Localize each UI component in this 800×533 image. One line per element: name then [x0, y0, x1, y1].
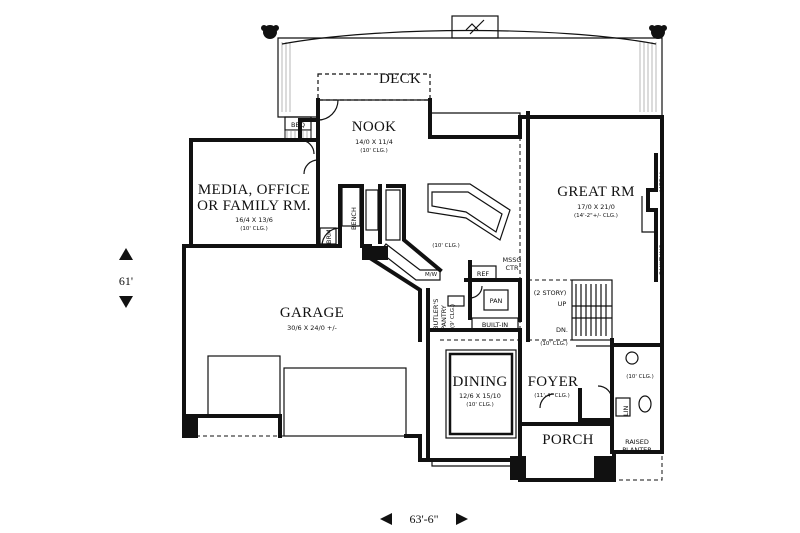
foyer-label: FOYER — [528, 374, 579, 390]
deck-area — [277, 15, 663, 118]
dining-table — [445, 349, 517, 439]
width-label: 63'-6" — [409, 512, 438, 526]
media-label-line2: OR FAMILY RM. — [197, 198, 311, 214]
bench-label: BENCH — [350, 207, 358, 230]
dining-size: 12/6 X 15/10 — [459, 392, 501, 400]
ref-label: REF — [477, 270, 490, 278]
media-label-line1: MEDIA, OFFICE — [198, 182, 310, 198]
raised-planter-label-1: RAISED — [625, 438, 649, 446]
butlers-label-3: (9' CLG.) — [450, 304, 456, 328]
stairs — [571, 279, 613, 347]
butlers-label-2: PANTRY — [440, 305, 448, 330]
depth-dimension: 61' — [119, 248, 133, 308]
butlers-label-1: BUTLER'S — [432, 299, 440, 330]
kitchen-island — [427, 183, 511, 241]
arrow-down-icon — [119, 296, 133, 308]
raised-planter-label-2: PLANTER — [622, 446, 652, 454]
depth-label: 61' — [119, 274, 133, 288]
garage-size: 30/6 X 24/0 +/- — [287, 324, 337, 332]
fireplace-chimney — [451, 15, 499, 39]
nook-size: 14/0 X 11/4 — [355, 138, 393, 146]
built-in-label: BUILT-IN — [482, 321, 508, 329]
built-in-box — [471, 317, 519, 331]
media-ceiling: (10' CLG.) — [240, 226, 267, 232]
pan-box — [483, 289, 509, 311]
mssg-label: MSSG — [503, 256, 522, 264]
nook-ceiling: (10' CLG.) — [360, 148, 387, 154]
deck-label: DECK — [379, 71, 421, 87]
arrow-right-icon — [456, 513, 468, 525]
ref-box — [469, 265, 497, 281]
sink-icon — [625, 351, 639, 365]
foyer-ceiling: (11'-4" CLG.) — [534, 393, 569, 399]
garage-door-left — [207, 355, 281, 417]
interior-walls — [316, 115, 664, 462]
porch-label: PORCH — [542, 432, 594, 448]
mw-label: M/W — [425, 272, 438, 278]
tree-left-icon — [261, 25, 279, 39]
garage-door-right — [283, 367, 407, 437]
hall-ceiling: (10' CLG.) — [540, 341, 567, 347]
dining-ceiling: (10' CLG.) — [466, 402, 493, 408]
arrow-up-icon — [119, 248, 133, 260]
kitchen-ceiling: (10' CLG.) — [432, 243, 459, 249]
built-ins-label: BUILT-INS — [658, 245, 666, 276]
toilet-icon — [638, 395, 652, 413]
tree-right-icon — [649, 25, 667, 39]
media-size: 16/4 X 13/6 — [235, 216, 273, 224]
lin-label: LIN — [622, 405, 630, 416]
arrow-left-icon — [380, 513, 392, 525]
two-story-label: (2 STORY) — [534, 289, 567, 297]
garage-label: GARAGE — [280, 305, 344, 321]
brm-label: BRM — [325, 229, 333, 244]
foyer-door-swing — [539, 393, 555, 409]
bbq-label: BBQ — [291, 121, 305, 129]
great-room-ceiling: (14'-2"+/- CLG.) — [574, 213, 618, 219]
dining-label: DINING — [452, 374, 507, 390]
great-room-label: GREAT RM — [557, 184, 635, 200]
nook-label: NOOK — [352, 119, 397, 135]
width-dimension: 63'-6" — [380, 512, 468, 526]
dn-label: DN. — [556, 326, 568, 334]
nook-door-swing — [317, 99, 339, 121]
great-room-size: 17/0 X 21/0 — [577, 203, 615, 211]
ctr-label: CTR — [505, 264, 519, 272]
media-vertical-label: MEDIA — [658, 170, 666, 192]
pan-label: PAN — [490, 297, 503, 305]
powder-ceiling: (10' CLG.) — [626, 374, 653, 380]
up-label: UP — [558, 300, 567, 308]
